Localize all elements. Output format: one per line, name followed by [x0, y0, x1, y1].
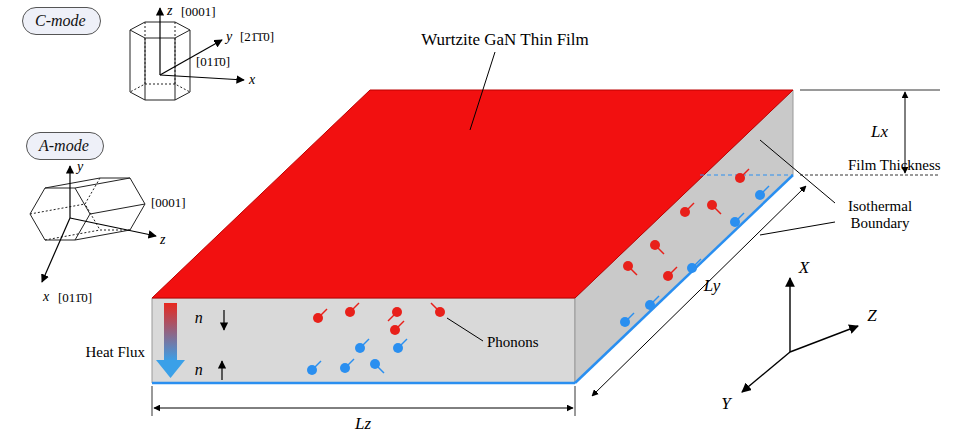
phonon-dot [435, 307, 445, 317]
phonon-dot [340, 363, 350, 373]
dimension-tick [575, 386, 576, 416]
axis-label: x [43, 289, 49, 304]
heat-flux-bar [164, 303, 177, 361]
normal-label: n⃗ [195, 309, 215, 327]
dimension-label: Lx [871, 123, 888, 142]
leader-line [760, 222, 835, 235]
normal-arrow [221, 361, 222, 380]
axis-label: y [77, 159, 83, 174]
phonon-dot [707, 200, 717, 210]
front-face [152, 298, 575, 383]
phonon-dot [620, 317, 630, 327]
dimension-tick [800, 90, 940, 91]
dimension-label: Ly [704, 277, 721, 296]
phonon-dot [755, 190, 765, 200]
dimension-line [592, 186, 806, 396]
isothermal-edge [575, 175, 793, 383]
phonon-dot [650, 240, 660, 250]
leader-line [447, 318, 483, 341]
global-axes [742, 278, 858, 392]
phonon-dot [313, 313, 323, 323]
dimension-label: Lz [355, 415, 371, 434]
phonon-group [307, 169, 769, 375]
axis-label: z [160, 232, 165, 247]
phonon-dot [663, 271, 673, 281]
dimension-line [154, 408, 573, 409]
phonon-dot [735, 173, 745, 183]
phonon-dot [345, 307, 355, 317]
isothermal-edge [152, 382, 575, 385]
callout-label: Isothermal Boundary [835, 198, 925, 231]
heat-flux-head [156, 360, 185, 378]
axis-label: y [226, 29, 232, 44]
axis-label: X [799, 259, 809, 278]
callout-label: Heat Flux [85, 344, 145, 361]
mode-badge: A-mode [26, 132, 104, 160]
phonon-dot [393, 343, 403, 353]
axis-label: Y [721, 395, 730, 414]
a-mode-axes [42, 166, 156, 282]
phonon-dot [355, 343, 365, 353]
direction-label: [21̄1̄0] [240, 30, 274, 44]
phonon-dot [307, 365, 317, 375]
hidden-edge [700, 175, 793, 176]
leader-line [470, 52, 495, 130]
phonon-dot [680, 207, 690, 217]
direction-label: [0001] [181, 5, 216, 19]
axis-label: x [249, 72, 255, 87]
direction-label: [0001] [151, 196, 186, 210]
callout-label: Film Thickness [848, 157, 941, 174]
phonon-dot [687, 263, 697, 273]
mode-badge: C-mode [22, 7, 101, 35]
normal-arrow [223, 310, 224, 330]
phonon-dot [370, 359, 380, 369]
normal-label: n⃗ [195, 361, 215, 379]
dimension-tick [152, 386, 153, 416]
direction-label: [011̄0] [196, 55, 230, 69]
dimension-tick [800, 175, 940, 176]
direction-label: [011̄0] [58, 291, 92, 305]
callout-label: Phonons [487, 334, 539, 351]
axis-label: Z [867, 307, 876, 326]
axis-label: z [167, 3, 172, 18]
phonon-dot [390, 325, 400, 335]
leader-line [760, 140, 835, 203]
phonon-dot [645, 300, 655, 310]
phonon-dot [623, 261, 633, 271]
mode-name: C-mode [35, 12, 88, 30]
phonon-dot [730, 217, 740, 227]
phonon-dot [392, 307, 402, 317]
mode-name: A-mode [39, 137, 91, 155]
film-label: Wurtzite GaN Thin Film [421, 31, 589, 50]
